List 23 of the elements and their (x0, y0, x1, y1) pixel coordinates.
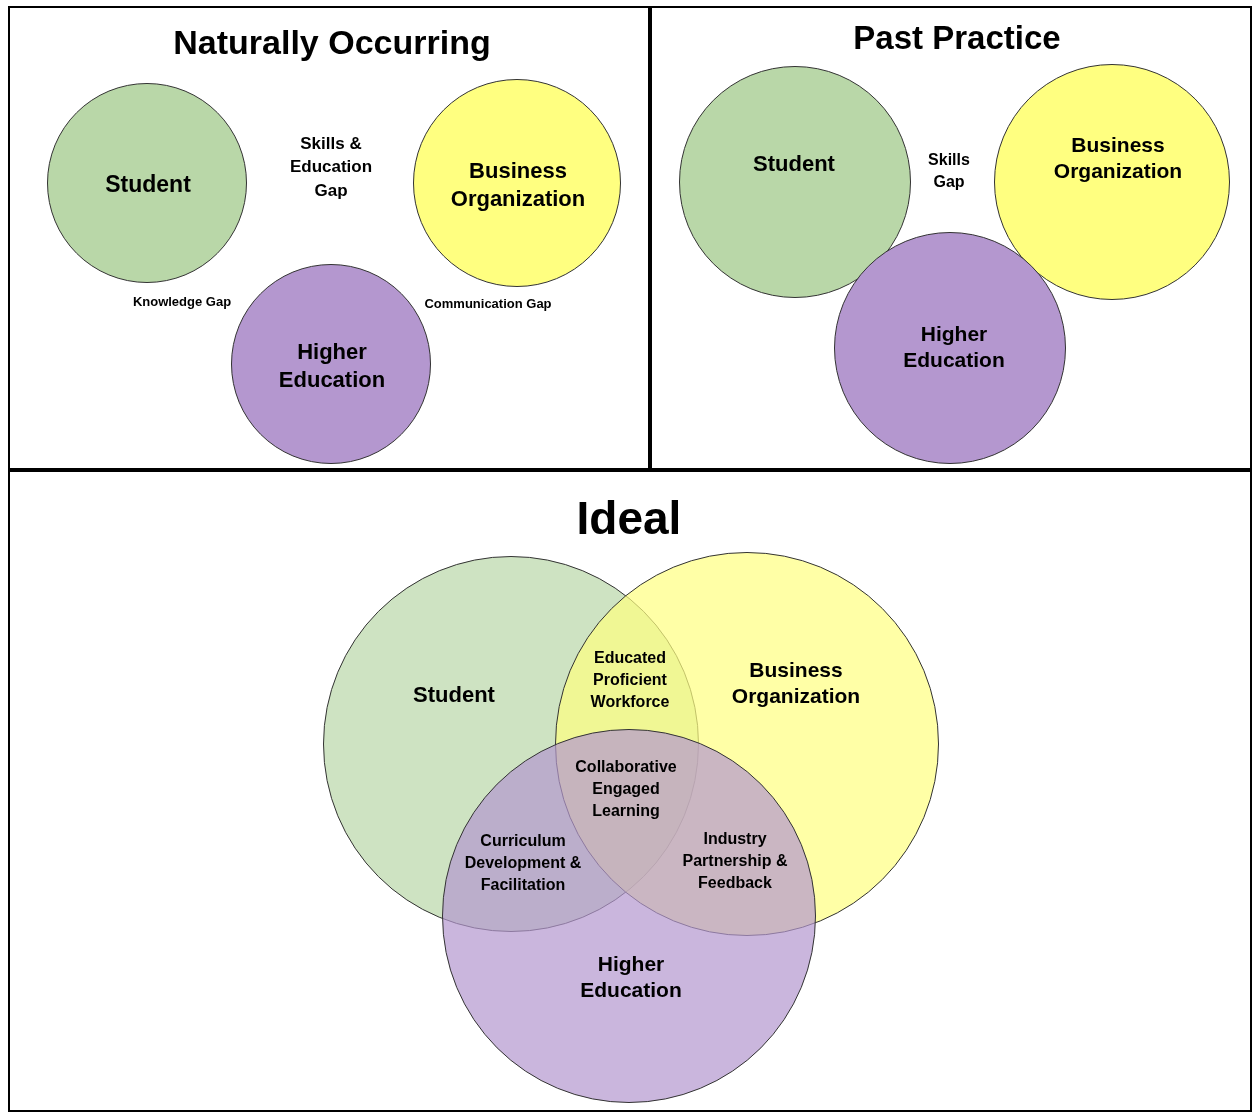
panel-title: Ideal (575, 491, 683, 547)
circle-label: Student (412, 681, 496, 709)
panel (8, 470, 1252, 1112)
region-label: Communication Gap (423, 295, 553, 313)
circle-label: Higher Education (902, 320, 1006, 373)
circle-label: Business Organization (1052, 131, 1184, 184)
circle-label: Student (752, 150, 836, 178)
region-label: Knowledge Gap (131, 293, 233, 311)
panel (8, 6, 650, 470)
region-label: Industry Partnership & Feedback (681, 829, 789, 893)
panel-title: Naturally Occurring (172, 21, 492, 63)
circle-label: Higher Education (277, 337, 387, 393)
panel-title: Past Practice (852, 18, 1062, 59)
region-label: Skills Gap (927, 150, 971, 192)
region-label: Educated Proficient Workforce (589, 648, 671, 712)
region-label: Curriculum Development & Facilitation (463, 831, 583, 895)
region-label: Skills & Education Gap (288, 132, 374, 202)
region-label: Collaborative Engaged Learning (574, 757, 678, 821)
circle-label: Higher Education (579, 950, 683, 1003)
circle-label: Business Organization (449, 156, 587, 212)
circle-label: Business Organization (730, 656, 862, 709)
circle-label: Student (104, 169, 192, 199)
panel (650, 6, 1252, 470)
